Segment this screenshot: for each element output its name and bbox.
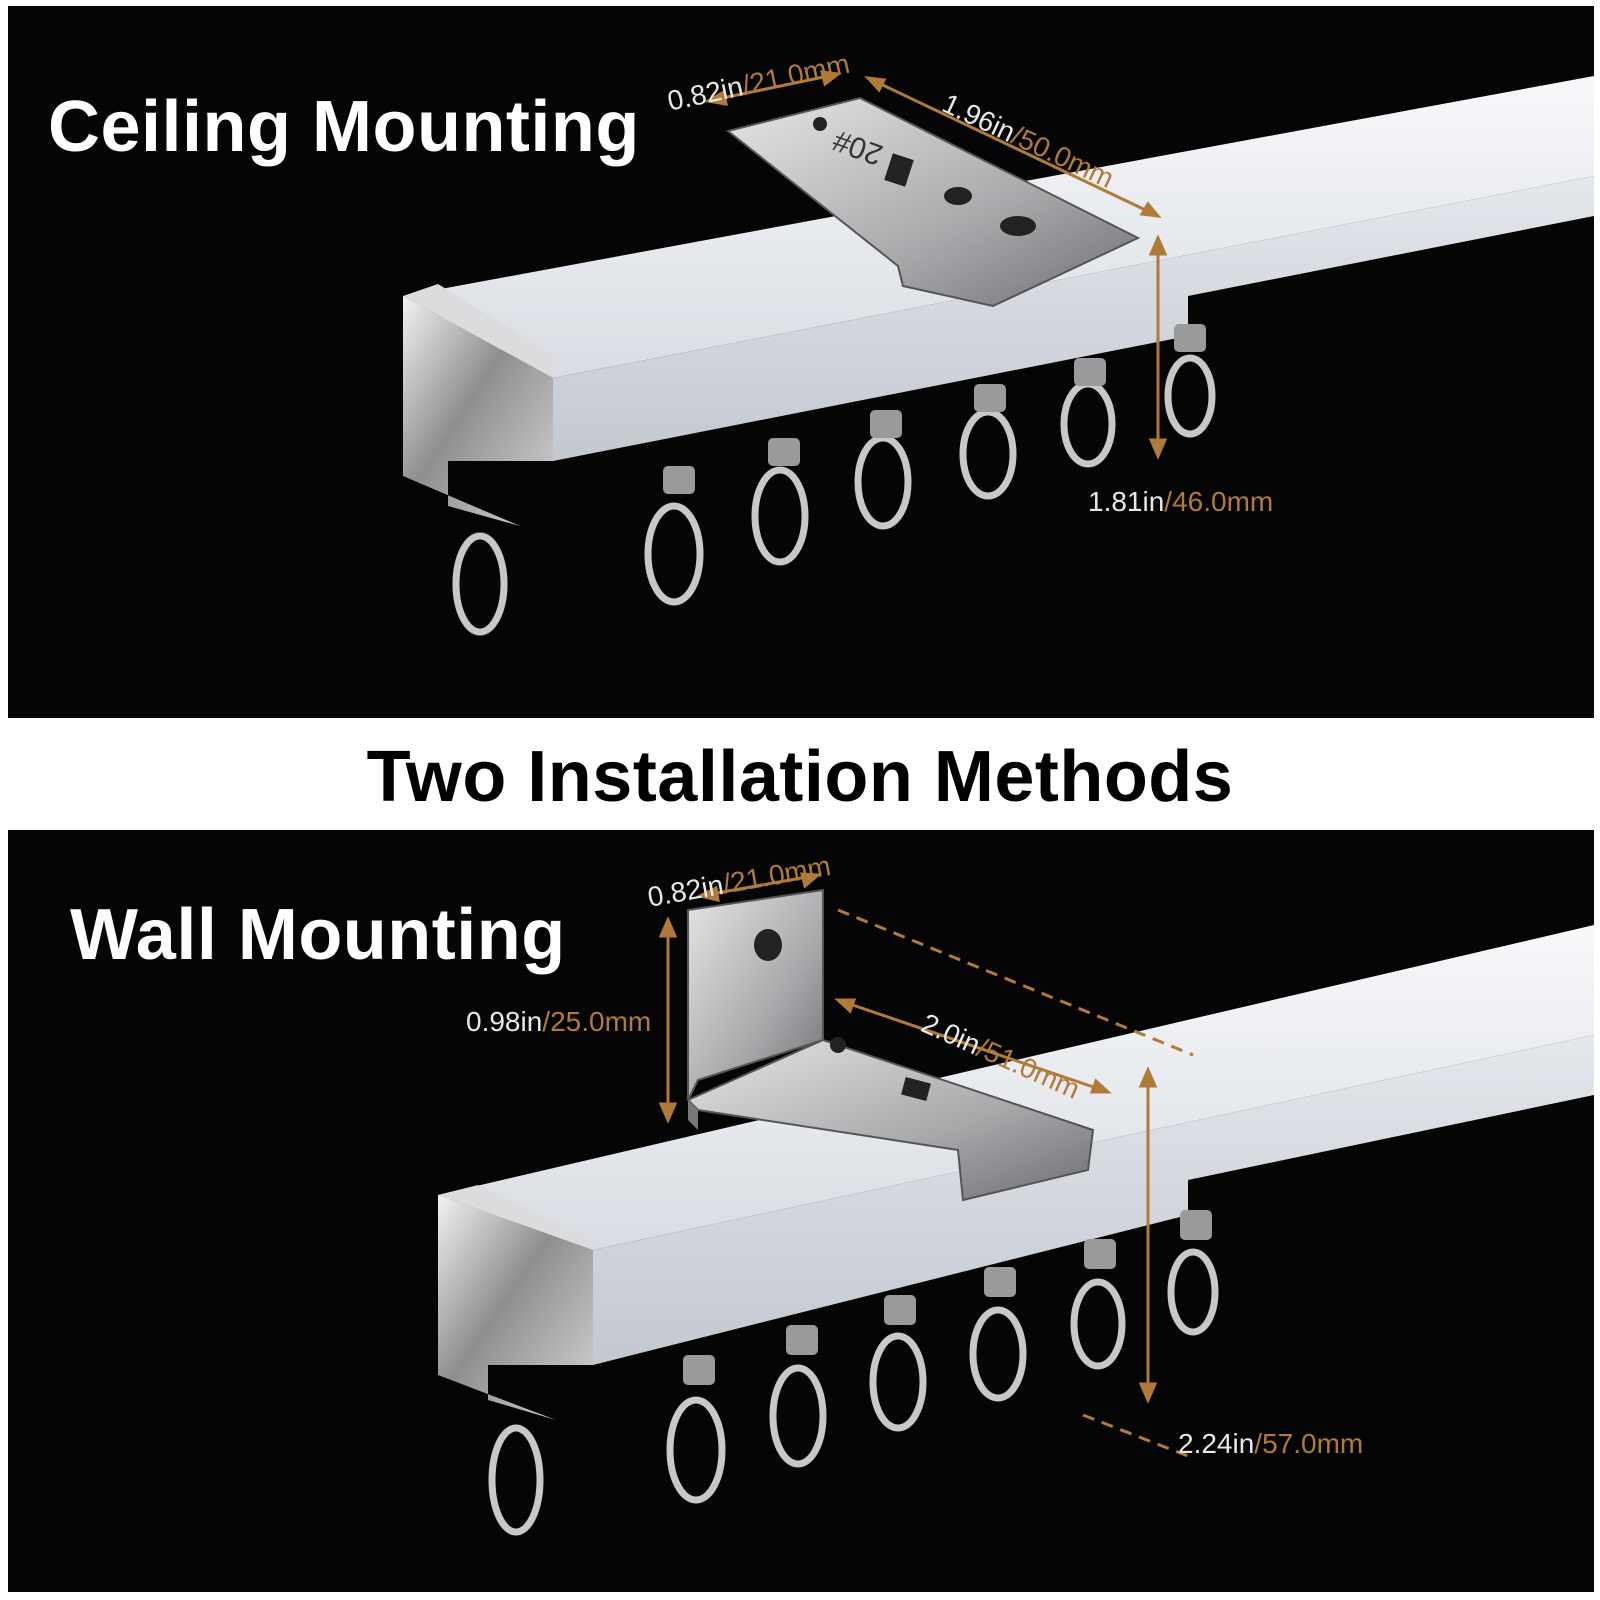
bracket-slot [884,153,914,187]
wall-bracket-vertical-plate [687,888,824,1101]
wall-drop-dimension: 2.24in/57.0mm [1178,1428,1363,1460]
dimension-arrows [658,872,1158,1404]
ceiling-height-in: 1.81in [1088,486,1165,517]
wall-mounting-panel: Wall Mounting 0.82in/21.0mm 0.98in/25.0m… [8,830,1594,1592]
wall-hooks [488,1248,1219,1536]
bracket-hole [830,1037,846,1053]
wall-height-mm: /25.0mm [542,1006,652,1037]
ceiling-mounting-label: Ceiling Mounting [48,87,640,167]
wall-drop-mm: /57.0mm [1254,1428,1364,1459]
wall-track-illustration [438,872,1594,1536]
bracket-hole [944,187,972,205]
bracket-hole [1000,216,1036,236]
rail-top-face [438,925,1594,1250]
rail-side-face [553,176,1594,461]
page-title: Two Installation Methods [366,737,1234,817]
wall-bracket-edge [688,1100,698,1130]
ceiling-mounting-panel: 20# Ceiling Mounting [8,6,1594,718]
bracket-slot [901,1076,931,1102]
ceiling-bracket [725,96,1141,308]
wall-runners [683,1210,1212,1385]
bracket-screw-hole [754,929,782,961]
dimension-guide-lines [837,908,1194,1460]
ceiling-height-mm: /46.0mm [1164,486,1274,517]
dimension-arrows [703,70,1168,460]
rail-side-face [593,1035,1594,1365]
wall-height-dimension: 0.98in/25.0mm [466,1006,651,1038]
ceiling-track-illustration: 20# [403,70,1594,636]
wall-bracket-arm [686,1038,1095,1202]
wall-drop-in: 2.24in [1178,1428,1255,1459]
ceiling-runners [663,324,1206,494]
rail-end-cap-top [438,1185,598,1250]
bracket-screw-hole [813,117,827,131]
rail-end-cap [438,1195,593,1420]
ceiling-height-dimension: 1.81in/46.0mm [1088,486,1273,518]
wall-mounting-label: Wall Mounting [70,895,566,975]
wall-height-in: 0.98in [466,1006,543,1037]
rail-end-cap [403,296,553,526]
rail-end-cap-top [403,284,556,378]
